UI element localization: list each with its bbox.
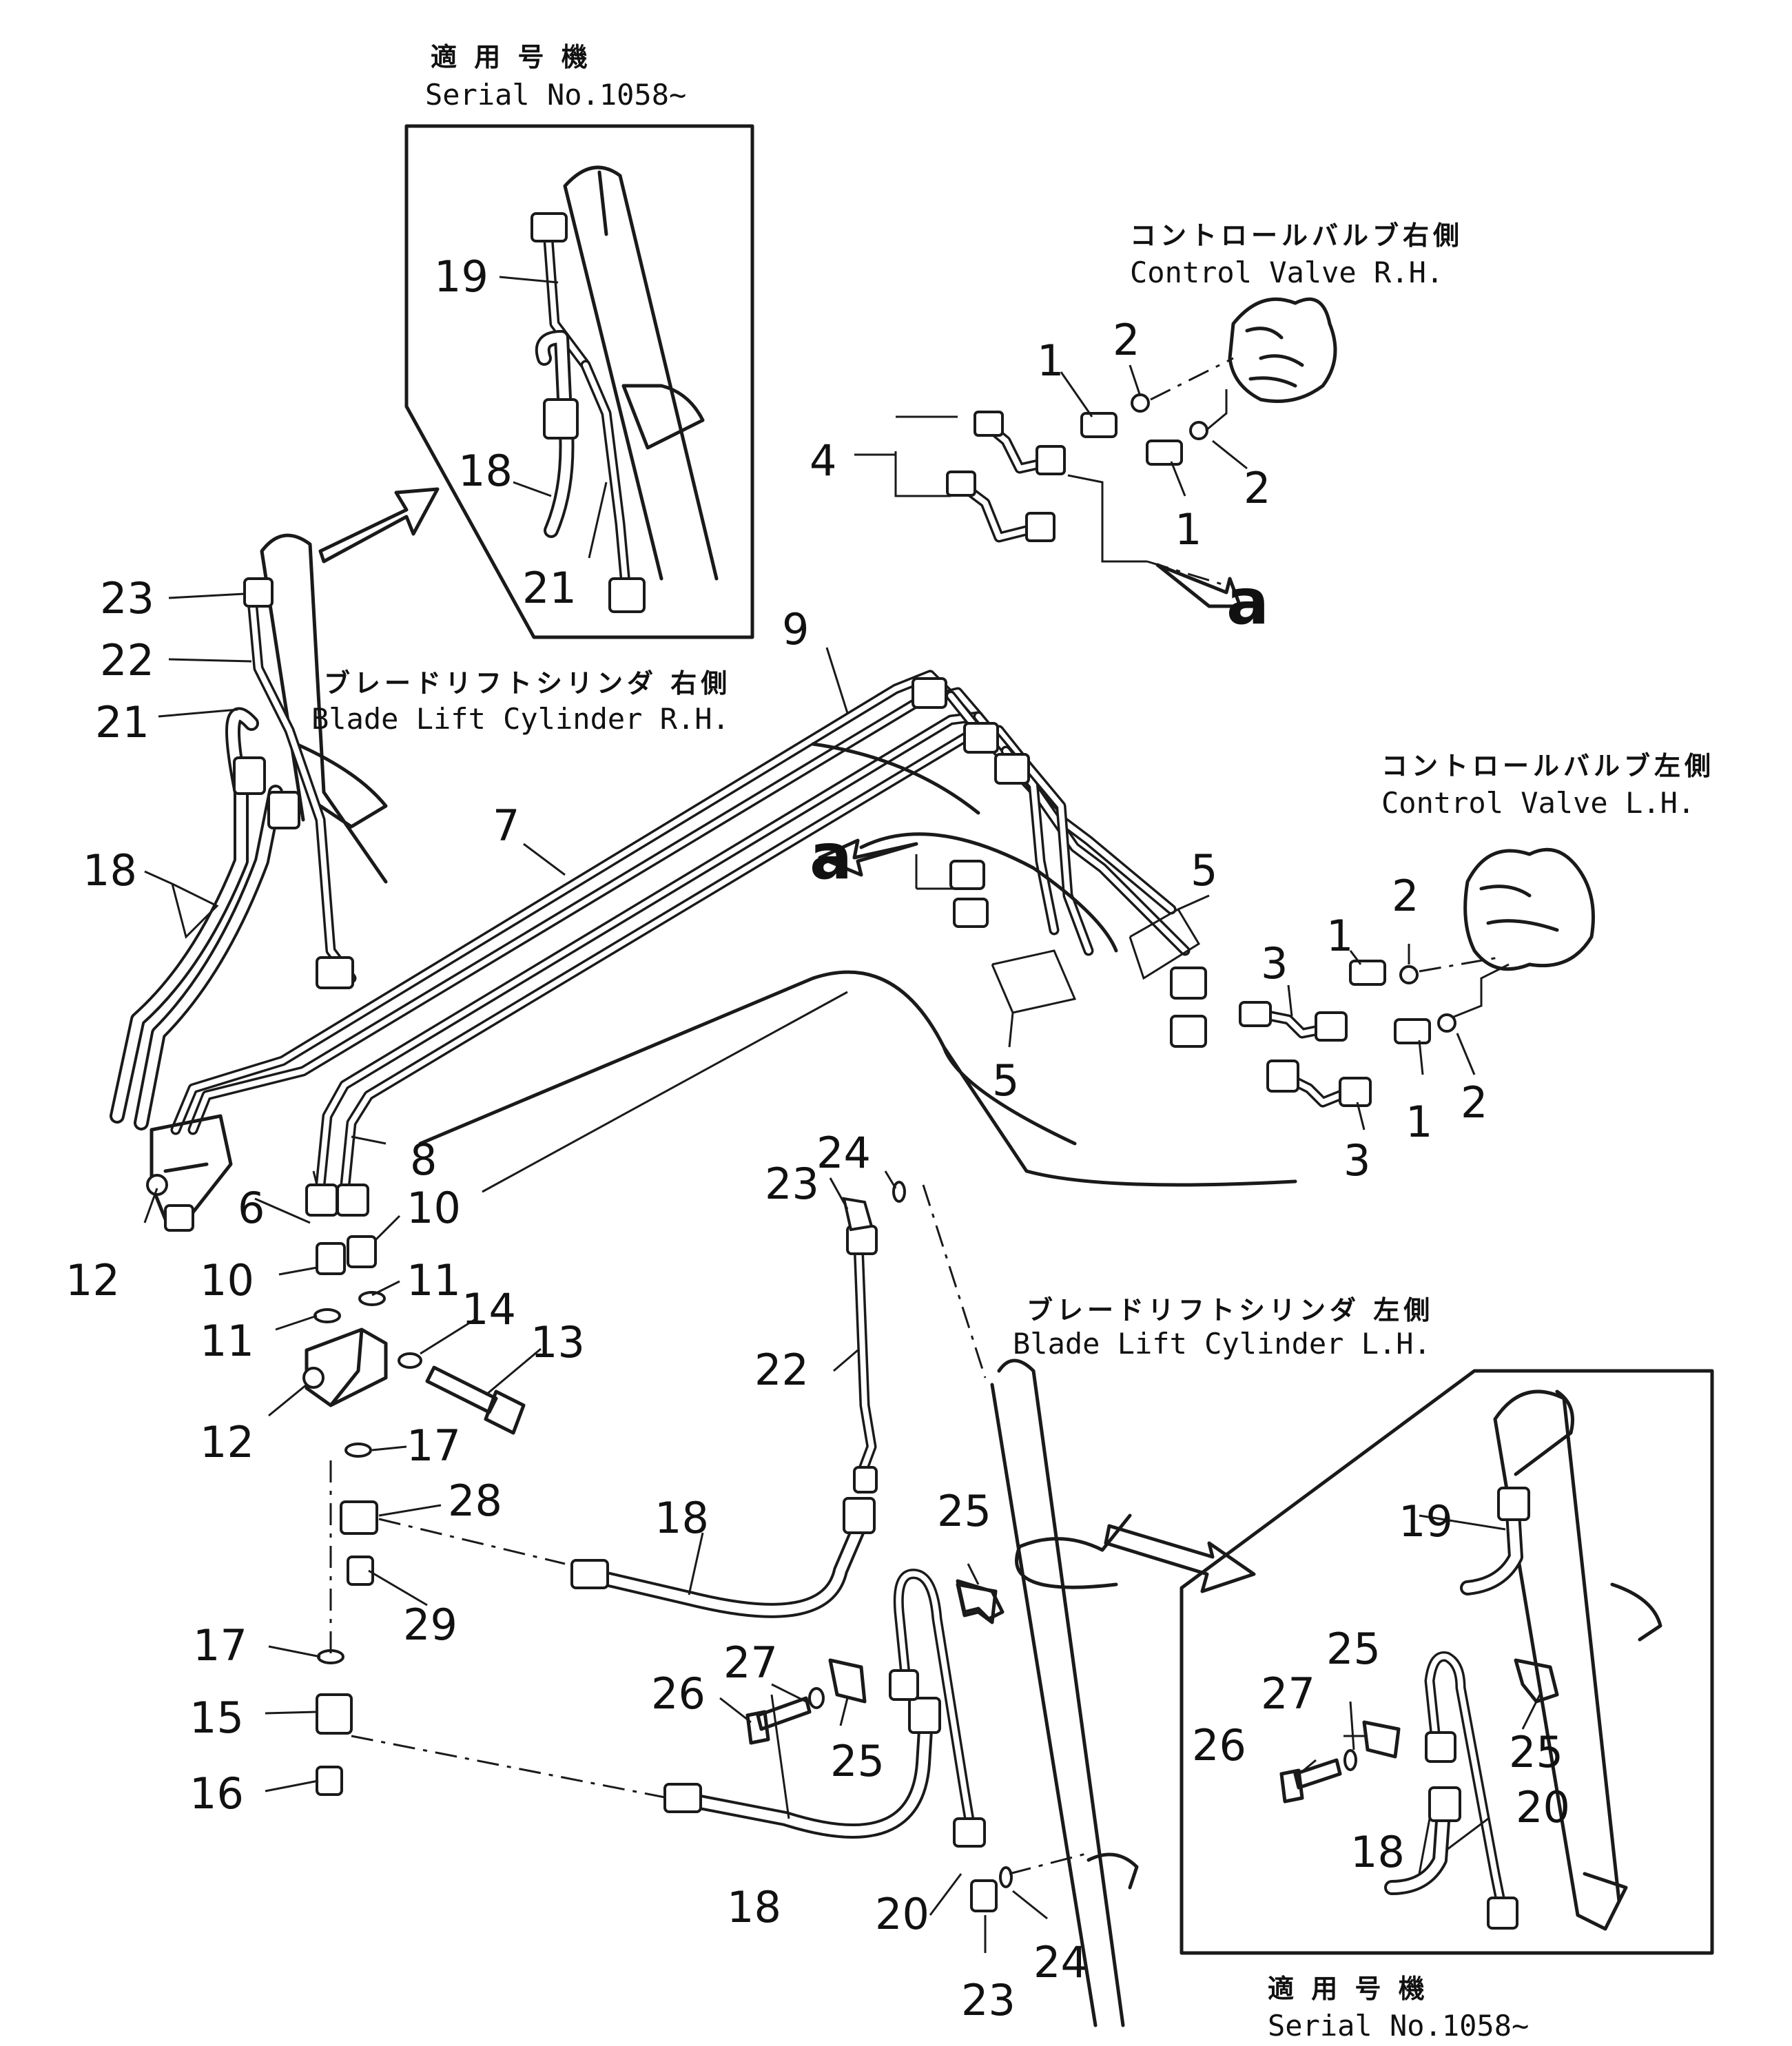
callout-18: 18 <box>458 446 513 496</box>
callout-25: 25 <box>830 1736 885 1786</box>
callout-17: 17 <box>406 1420 461 1471</box>
callout-20: 20 <box>1516 1782 1570 1832</box>
bolt-13 <box>425 1365 526 1435</box>
blc-rh-label-en: Blade Lift Cylinder R.H. <box>311 702 730 736</box>
callout-20: 20 <box>875 1889 929 1939</box>
callout-21: 21 <box>95 697 150 747</box>
control-valve-rh <box>1228 297 1337 403</box>
callout-12: 12 <box>200 1417 254 1467</box>
pipes-6-7-8-9 <box>170 670 1207 1217</box>
callout-1: 1 <box>1326 911 1353 961</box>
bracket-25-inset-b <box>1514 1658 1559 1704</box>
view-a-arrow-top <box>1155 563 1242 608</box>
callout-1: 1 <box>1175 504 1202 555</box>
bolt-26-inset <box>1279 1758 1342 1804</box>
callout-24: 24 <box>816 1128 871 1178</box>
blc-lh-label-en: Blade Lift Cylinder L.H. <box>1013 1327 1431 1361</box>
callout-2: 2 <box>1461 1077 1487 1128</box>
callout-27: 27 <box>1261 1668 1315 1719</box>
callout-10: 10 <box>406 1183 461 1233</box>
cv-rh-label-jp: コントロールバルブ右側 <box>1130 220 1463 251</box>
callout-12: 12 <box>65 1255 120 1305</box>
callout-23: 23 <box>765 1159 819 1209</box>
inset-bottom-title-en: Serial No.1058~ <box>1268 2009 1529 2043</box>
callout-18: 18 <box>655 1493 709 1543</box>
callout-8: 8 <box>410 1135 437 1185</box>
callout-1: 1 <box>1037 335 1064 386</box>
inset-top-cylinder <box>563 165 719 581</box>
callout-18: 18 <box>727 1882 781 1932</box>
callout-5: 5 <box>1191 845 1217 896</box>
callout-1: 1 <box>1405 1097 1432 1147</box>
callout-22: 22 <box>754 1345 809 1395</box>
inset-bottom-title-jp: 適 用 号 機 <box>1268 1974 1429 2004</box>
callout-16: 16 <box>189 1768 244 1819</box>
bracket-25-inset-a <box>1362 1720 1401 1759</box>
callout-26: 26 <box>651 1668 706 1719</box>
callout-14: 14 <box>462 1284 516 1334</box>
control-valve-lh-group: コントロールバルブ左側 Control Valve L.H. 3 1 2 3 1… <box>1239 751 1715 1186</box>
callout-7: 7 <box>493 800 519 851</box>
callout-18: 18 <box>83 845 137 896</box>
callout-3: 3 <box>1343 1135 1370 1186</box>
callout-27: 27 <box>723 1637 778 1688</box>
callout-17: 17 <box>193 1620 247 1671</box>
control-valve-lh <box>1463 847 1595 971</box>
bracket-25-b <box>956 1579 1005 1621</box>
machine-frame-outline <box>418 742 1297 1187</box>
callout-10: 10 <box>200 1255 254 1305</box>
inset-bottom-arrow <box>1104 1524 1256 1593</box>
view-a-marker-top: a <box>1226 565 1269 639</box>
inset-bottom-serial-1058: 19 25 27 26 25 20 18 適 用 号 機 Serial No.1… <box>1180 1369 1714 2043</box>
callout-11: 11 <box>406 1255 461 1305</box>
cv-lh-label-jp: コントロールバルブ左側 <box>1381 751 1715 781</box>
lower-hoses <box>570 1181 1013 1912</box>
callout-9: 9 <box>782 604 809 654</box>
callout-26: 26 <box>1192 1720 1246 1770</box>
callout-22: 22 <box>100 635 154 685</box>
callout-23: 23 <box>100 573 154 623</box>
bolt-26-main <box>745 1696 812 1745</box>
inset-top-title-jp: 適 用 号 機 <box>431 42 592 72</box>
inset-top-serial-1058: 適 用 号 機 Serial No.1058~ 19 18 21 <box>404 42 754 639</box>
callout-2: 2 <box>1244 463 1270 513</box>
fitting-stack <box>302 1235 669 1799</box>
inset-top-frame <box>404 124 754 639</box>
bracket-25-c <box>828 1658 867 1704</box>
blade-lift-cylinder-lh <box>990 1358 1139 2027</box>
callout-28: 28 <box>448 1476 502 1526</box>
callout-29: 29 <box>403 1600 457 1650</box>
callout-25: 25 <box>1326 1624 1381 1674</box>
inset-top-title-en: Serial No.1058~ <box>425 78 686 112</box>
cv-rh-label-en: Control Valve R.H. <box>1130 256 1443 289</box>
callout-4: 4 <box>810 435 836 486</box>
callout-2: 2 <box>1392 871 1419 921</box>
inset-bottom-cylinder <box>1493 1389 1662 1931</box>
callout-21: 21 <box>522 563 577 613</box>
callout-25: 25 <box>1509 1727 1563 1777</box>
callout-3: 3 <box>1261 938 1288 989</box>
blc-rh-label-jp: ブレードリフトシリンダ 右側 <box>324 668 731 699</box>
inset-bottom-frame <box>1180 1369 1714 1955</box>
callout-15: 15 <box>189 1693 244 1743</box>
valve-block-12-lower <box>305 1327 388 1407</box>
callout-19: 19 <box>434 251 488 302</box>
view-a-arrow-lower <box>818 838 918 877</box>
blc-lh-label-jp: ブレードリフトシリンダ 左側 <box>1027 1295 1434 1325</box>
callout-2: 2 <box>1113 315 1140 365</box>
callout-6: 6 <box>238 1183 265 1233</box>
callout-11: 11 <box>200 1316 254 1366</box>
callout-25: 25 <box>937 1486 991 1536</box>
cv-lh-label-en: Control Valve L.H. <box>1381 786 1695 820</box>
callout-24: 24 <box>1033 1937 1088 1987</box>
inset-top-arrow <box>318 487 440 564</box>
callout-19: 19 <box>1399 1496 1453 1547</box>
view-a-marker-lower: a <box>810 820 852 893</box>
callout-13: 13 <box>531 1317 585 1367</box>
control-valve-rh-group: コントロールバルブ右側 Control Valve R.H. 1 2 1 2 <box>810 220 1463 639</box>
callout-18: 18 <box>1350 1827 1405 1877</box>
callout-23: 23 <box>961 1975 1016 2025</box>
callout-5: 5 <box>992 1055 1019 1106</box>
